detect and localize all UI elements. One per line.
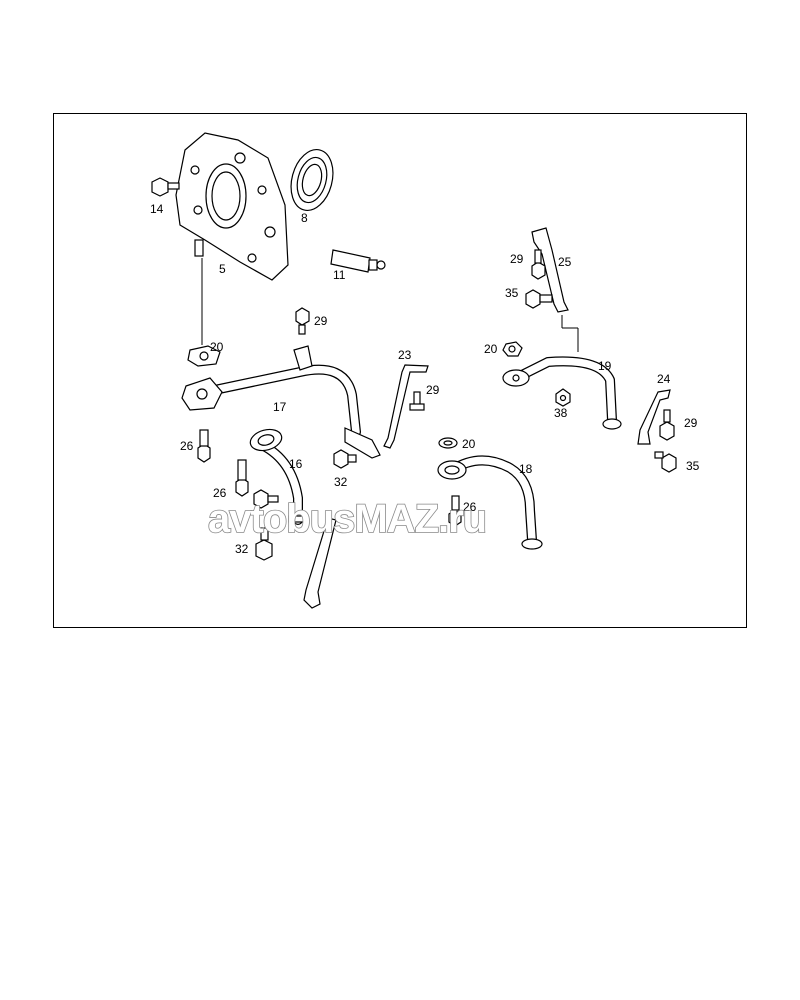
- label-23: 23: [398, 348, 412, 362]
- part-labels: 14 5 8 11 29 20 17 23 29 26 16 32 26 32 …: [150, 202, 700, 556]
- bolt-26-c: [448, 495, 462, 527]
- label-14: 14: [150, 202, 164, 216]
- label-29: 29: [684, 416, 698, 430]
- bolt-29-far-right: [659, 409, 675, 441]
- label-24: 24: [657, 372, 671, 386]
- lower-strut: [303, 517, 337, 609]
- oil-pipe-17: [181, 345, 381, 459]
- label-29: 29: [314, 314, 328, 328]
- bolt-29-mid: [409, 391, 425, 411]
- label-8: 8: [301, 211, 308, 225]
- bolt-26-a: [197, 429, 211, 463]
- diagram-frame: [53, 113, 747, 628]
- gasket-20-mid: [438, 437, 458, 449]
- bolt-29-right: [531, 249, 546, 280]
- bolt-14: [151, 177, 180, 197]
- bolt-26-b: [235, 459, 249, 497]
- label-16: 16: [289, 457, 303, 471]
- bolt-32-b: [253, 489, 279, 561]
- nut-38: [555, 388, 571, 407]
- oil-pipe-16: [249, 428, 308, 525]
- label-35: 35: [686, 459, 700, 473]
- gasket-20-left: [187, 345, 221, 367]
- label-25: 25: [558, 255, 572, 269]
- label-26: 26: [213, 486, 227, 500]
- bracket-23: [383, 364, 429, 449]
- label-19: 19: [598, 359, 612, 373]
- label-20: 20: [484, 342, 498, 356]
- label-29: 29: [510, 252, 524, 266]
- watermark: avtobusMAZ.ru: [208, 497, 486, 541]
- label-26: 26: [463, 500, 477, 514]
- label-5: 5: [219, 262, 226, 276]
- oil-pipe-18: [437, 455, 543, 550]
- label-11: 11: [333, 268, 346, 282]
- bolt-35-lower: [654, 451, 677, 473]
- bolt-29-top: [295, 307, 310, 335]
- rear-cover-plate: [175, 132, 289, 345]
- label-26: 26: [180, 439, 194, 453]
- label-20: 20: [462, 437, 476, 451]
- label-32: 32: [235, 542, 249, 556]
- label-20: 20: [210, 340, 224, 354]
- label-17: 17: [273, 400, 287, 414]
- label-38: 38: [554, 406, 568, 420]
- gasket-20-right: [502, 341, 523, 357]
- oil-pipe-19: [502, 356, 622, 430]
- label-32: 32: [334, 475, 348, 489]
- label-35: 35: [505, 286, 519, 300]
- bolt-32-a: [333, 449, 357, 469]
- bracket-25: [531, 227, 579, 352]
- label-29: 29: [426, 383, 440, 397]
- sealant-tube-11: [330, 249, 386, 273]
- label-18: 18: [519, 462, 533, 476]
- seal-ring-8: [290, 149, 334, 211]
- bracket-24: [637, 389, 671, 445]
- bolt-35-upper: [525, 289, 553, 309]
